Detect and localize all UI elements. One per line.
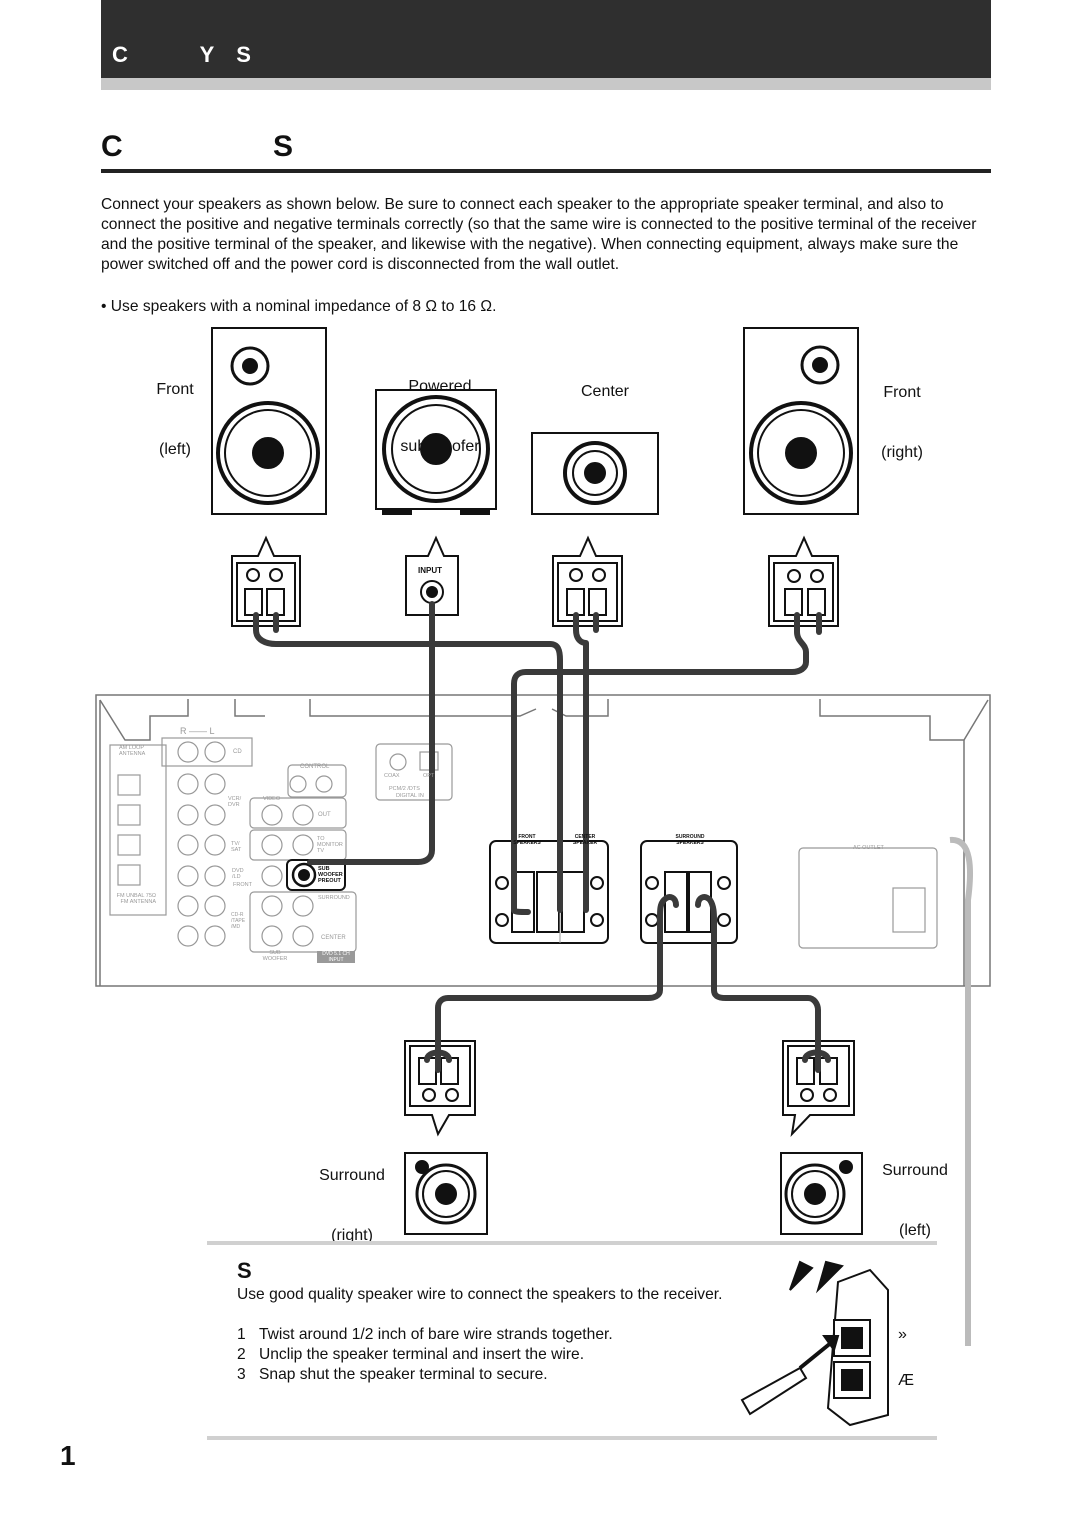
receiver-control-label: CONTROL <box>300 764 330 770</box>
receiver-to-monitor-label: TO MONITOR TV <box>317 836 343 854</box>
receiver-video-label: VIDEO <box>263 796 281 802</box>
surround-right-label-line1: Surround <box>319 1167 385 1184</box>
receiver-ac-outlet-label: AC OUTLET <box>853 845 884 851</box>
receiver-out-label: OUT <box>318 812 331 818</box>
subwoofer-input-label: INPUT <box>418 566 442 575</box>
front-right-terminal <box>768 535 839 627</box>
front-left-speaker <box>211 327 327 515</box>
receiver-dvd-label: DVD /LD <box>232 868 244 880</box>
plus-symbol: » <box>898 1326 907 1343</box>
receiver-surround-label: SURROUND <box>318 895 350 901</box>
section-title: C S <box>101 130 295 163</box>
speaker-wires <box>253 601 831 1073</box>
receiver-fm-label: FM UNBAL 75Ω FM ANTENNA <box>116 893 156 905</box>
receiver-dvd51-label: DVD 5.1 CH INPUT <box>317 951 355 963</box>
surround-left-label: Surround (left) <box>873 1121 957 1261</box>
header-rule <box>101 78 991 90</box>
wire-section-text: Use good quality speaker wire to connect… <box>237 1286 723 1303</box>
front-left-label-line1: Front <box>156 381 194 398</box>
receiver-front-label: FRONT <box>233 882 252 888</box>
receiver-vcr-label: VCR/ DVR <box>228 796 242 808</box>
intro-paragraph: Connect your speakers as shown below. Be… <box>101 196 977 273</box>
receiver-am-loop-label: AM LOOP ANTENNA <box>119 745 146 757</box>
surround-left-label-line2: (left) <box>899 1222 931 1239</box>
receiver-surround-speakers-label: SURROUND SPEAKERS <box>675 834 705 846</box>
wire-section-bottom-rule <box>207 1436 937 1440</box>
receiver-tvsat-label: TV/ SAT <box>231 841 242 853</box>
receiver-sub-preout-label: SUB WOOFER PREOUT <box>318 866 343 884</box>
front-right-label-line2: (right) <box>881 444 923 461</box>
minus-symbol: Æ <box>898 1372 914 1389</box>
receiver-cdr-label: CD-R /TAPE /MD <box>231 912 246 930</box>
center-speaker <box>531 432 659 515</box>
surround-right-label: Surround (right) <box>310 1126 394 1266</box>
surround-right-label-line2: (right) <box>331 1227 373 1244</box>
page-number: 1 <box>60 1440 76 1471</box>
front-left-label: Front (left) <box>150 340 200 480</box>
front-left-label-line2: (left) <box>159 441 191 458</box>
receiver-jacks <box>109 737 938 953</box>
wire-section-title: S <box>237 1258 252 1283</box>
receiver-cd-label: CD <box>233 749 242 755</box>
front-right-label-line1: Front <box>883 384 921 401</box>
wire-insertion-illustration <box>740 1260 889 1427</box>
impedance-note: • Use speakers with a nominal impedance … <box>101 298 497 315</box>
center-terminal <box>552 535 623 627</box>
subwoofer-speaker <box>375 389 497 515</box>
receiver-center-label: CENTER <box>321 935 346 941</box>
receiver-digital-label: DIGITAL IN <box>396 793 424 799</box>
wire-section-top-rule <box>207 1241 937 1245</box>
receiver-rear-panel <box>95 694 991 987</box>
receiver-subwoofer-label: SUB WOOFER <box>262 950 288 962</box>
front-left-terminal <box>231 535 301 627</box>
receiver-pcm-label: PCM/2 /DTS <box>389 786 420 792</box>
surround-speaker-terminal-block <box>640 840 738 944</box>
front-right-speaker <box>743 327 859 515</box>
surround-right-speaker <box>404 1152 488 1235</box>
receiver-coax-label: COAX <box>384 773 400 779</box>
header-bar <box>101 0 991 78</box>
section-rule <box>101 169 991 173</box>
surround-left-speaker <box>780 1152 863 1235</box>
receiver-front-speakers-label: FRONT SPEAKERS <box>513 834 541 846</box>
header-title: C Y S <box>112 42 252 67</box>
front-center-speaker-terminal-block <box>489 840 609 944</box>
receiver-rl-label: R —— L <box>180 726 215 736</box>
center-label: Center <box>580 383 630 400</box>
receiver-center-speaker-label: CENTER SPEAKER <box>572 834 598 846</box>
ac-cord <box>949 837 974 1346</box>
surround-left-label-line1: Surround <box>882 1162 948 1179</box>
receiver-opt-label: OPT <box>423 773 435 779</box>
front-right-label: Front (right) <box>870 343 934 483</box>
